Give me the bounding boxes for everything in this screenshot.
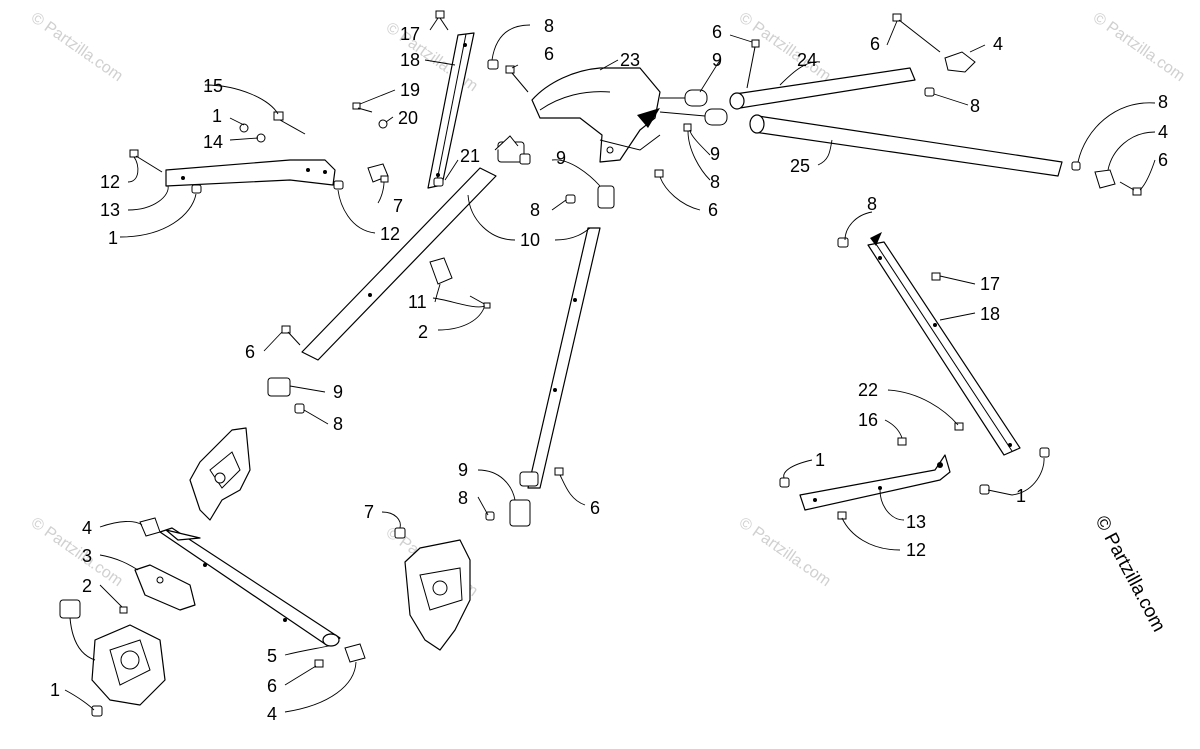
bar-5-lower <box>139 517 366 668</box>
nut-8-top <box>487 59 499 70</box>
watermark: © Partzilla.com <box>28 9 126 85</box>
callout-5: 5 <box>267 646 277 666</box>
tube-10-center <box>485 169 664 527</box>
brace-18-right <box>837 232 1050 458</box>
callout-8: 8 <box>458 488 468 508</box>
callout-12: 12 <box>100 172 120 192</box>
callout-13: 13 <box>100 200 120 220</box>
callout-9: 9 <box>458 460 468 480</box>
brace-18-top <box>427 32 475 189</box>
nut-21 <box>433 177 444 187</box>
callout-15: 15 <box>203 76 223 96</box>
crossbar-13-right <box>779 437 990 520</box>
tube-24 <box>660 67 916 110</box>
bracket-casting-left <box>189 427 251 521</box>
callout-8: 8 <box>1158 92 1168 112</box>
callout-10: 10 <box>520 230 540 250</box>
callout-17: 17 <box>400 24 420 44</box>
callout-12: 12 <box>380 224 400 244</box>
callout-7: 7 <box>364 502 374 522</box>
watermark: © Partzilla.com <box>1090 9 1188 85</box>
callout-18: 18 <box>400 50 420 70</box>
watermark: © Partzilla.com <box>736 9 834 85</box>
callout-8: 8 <box>710 172 720 192</box>
ujoint-9-left <box>267 325 305 414</box>
callout-16: 16 <box>858 410 878 430</box>
callout-6: 6 <box>870 34 880 54</box>
callout-labels: 17 18 19 20 8 6 23 15 1 14 12 13 1 7 12 … <box>50 16 1168 724</box>
callout-2: 2 <box>82 576 92 596</box>
callout-25: 25 <box>790 156 810 176</box>
callout-6: 6 <box>712 22 722 42</box>
callout-8: 8 <box>970 96 980 116</box>
leader-lines <box>64 17 1156 713</box>
callout-19: 19 <box>400 80 420 100</box>
callout-18: 18 <box>980 304 1000 324</box>
callout-4: 4 <box>993 34 1003 54</box>
callout-6: 6 <box>708 200 718 220</box>
steering-gear-center <box>394 527 471 651</box>
callout-9: 9 <box>556 148 566 168</box>
callout-4: 4 <box>267 704 277 724</box>
callout-8: 8 <box>333 414 343 434</box>
callout-2: 2 <box>418 322 428 342</box>
callout-13: 13 <box>906 512 926 532</box>
callout-23: 23 <box>620 50 640 70</box>
callout-6: 6 <box>544 44 554 64</box>
callout-9: 9 <box>712 50 722 70</box>
callout-8: 8 <box>544 16 554 36</box>
callout-17: 17 <box>980 274 1000 294</box>
bolt-6-upper <box>505 65 529 93</box>
tube-25 <box>659 108 1063 177</box>
washer-20 <box>378 119 388 129</box>
callout-9: 9 <box>333 382 343 402</box>
callout-12: 12 <box>906 540 926 560</box>
callout-1: 1 <box>1016 486 1026 506</box>
callout-6: 6 <box>1158 150 1168 170</box>
crossbar-13-left <box>129 111 389 194</box>
callout-3: 3 <box>82 546 92 566</box>
callout-22: 22 <box>858 380 878 400</box>
bolt-19 <box>352 102 373 113</box>
callout-6: 6 <box>245 342 255 362</box>
callout-8: 8 <box>530 200 540 220</box>
callout-9: 9 <box>710 144 720 164</box>
callout-6: 6 <box>267 676 277 696</box>
callout-1: 1 <box>108 228 118 248</box>
bracket-23 <box>531 67 661 163</box>
callout-8: 8 <box>867 194 877 214</box>
callout-24: 24 <box>797 50 817 70</box>
callout-11: 11 <box>408 292 427 312</box>
callout-6: 6 <box>590 498 600 518</box>
callout-1: 1 <box>815 450 825 470</box>
bolt-17-top <box>435 10 449 31</box>
callout-7: 7 <box>393 196 403 216</box>
copyright-text: © Partzilla.com <box>1091 512 1170 635</box>
watermark: © Partzilla.com <box>736 514 834 590</box>
callout-14: 14 <box>203 132 223 152</box>
callout-1: 1 <box>50 680 60 700</box>
tube-10 <box>301 135 531 361</box>
callout-21: 21 <box>460 146 480 166</box>
callout-4: 4 <box>1158 122 1168 142</box>
watermark: © Partzilla.com <box>28 514 126 590</box>
callout-1: 1 <box>212 106 222 126</box>
callout-4: 4 <box>82 518 92 538</box>
callout-20: 20 <box>398 108 418 128</box>
clip-11 <box>429 257 491 309</box>
actuator-assembly <box>59 564 196 717</box>
